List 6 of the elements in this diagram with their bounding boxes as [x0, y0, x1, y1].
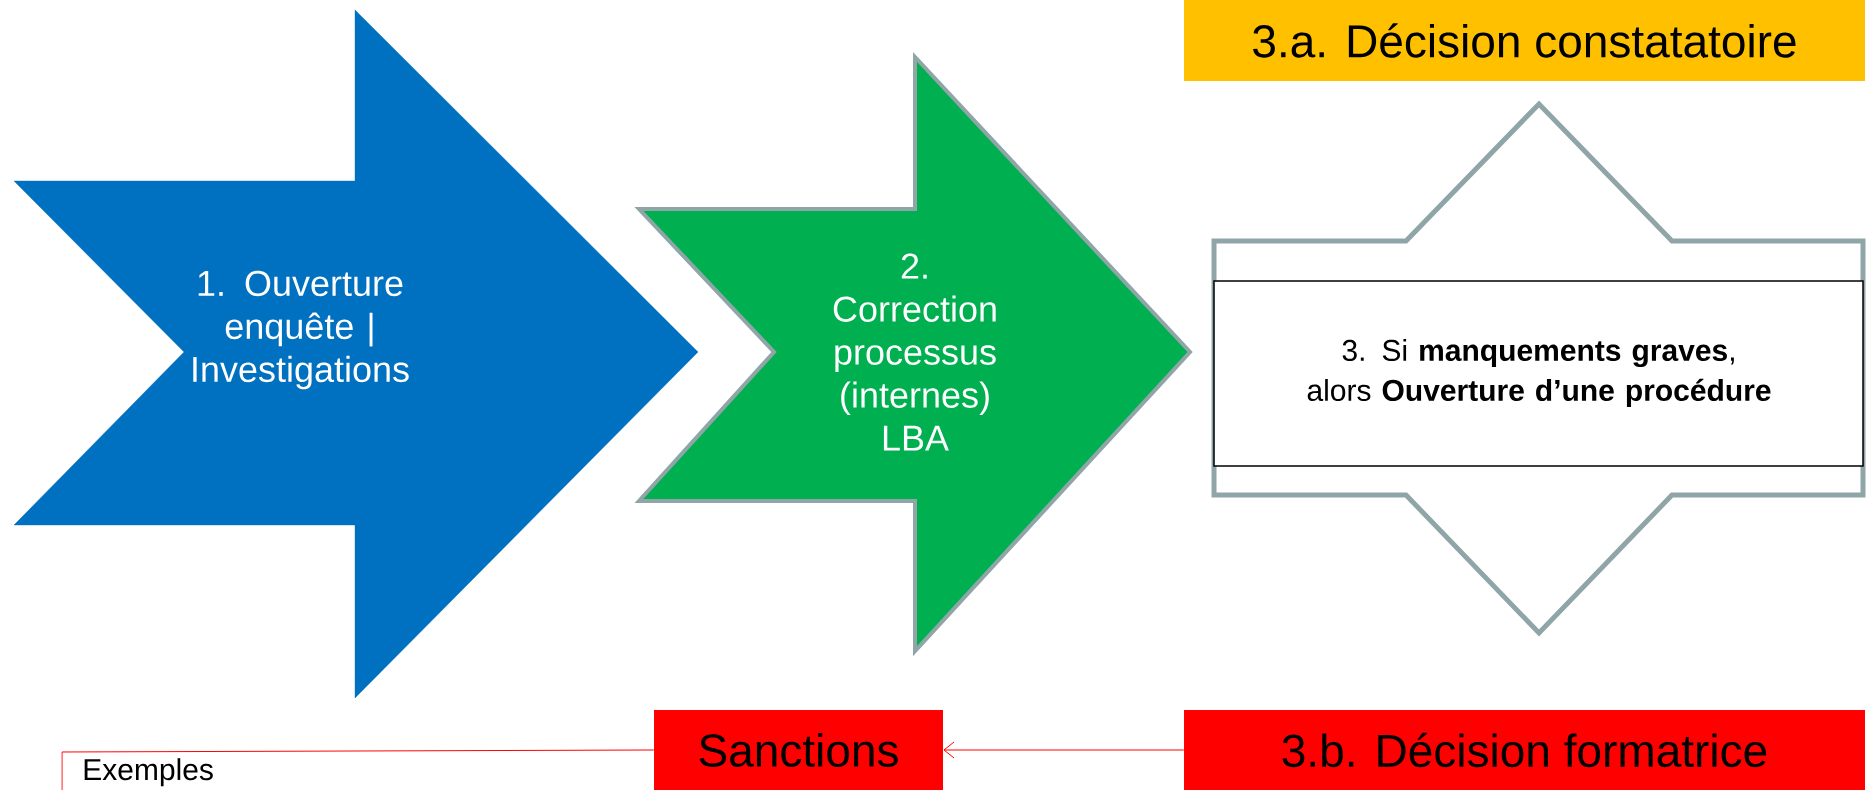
double-arrow-callout: 3. Si manquements graves, alors Ouverture d’une procédure [1211, 100, 1866, 637]
label-box: 3.b. Décision formatrice [1184, 710, 1865, 790]
label-box: 3.a. Décision constatatoire [1184, 0, 1865, 81]
label-box: Sanctions [654, 710, 943, 790]
connector-arrow [943, 741, 1185, 759]
examples-frame: Exemples [61, 751, 213, 790]
